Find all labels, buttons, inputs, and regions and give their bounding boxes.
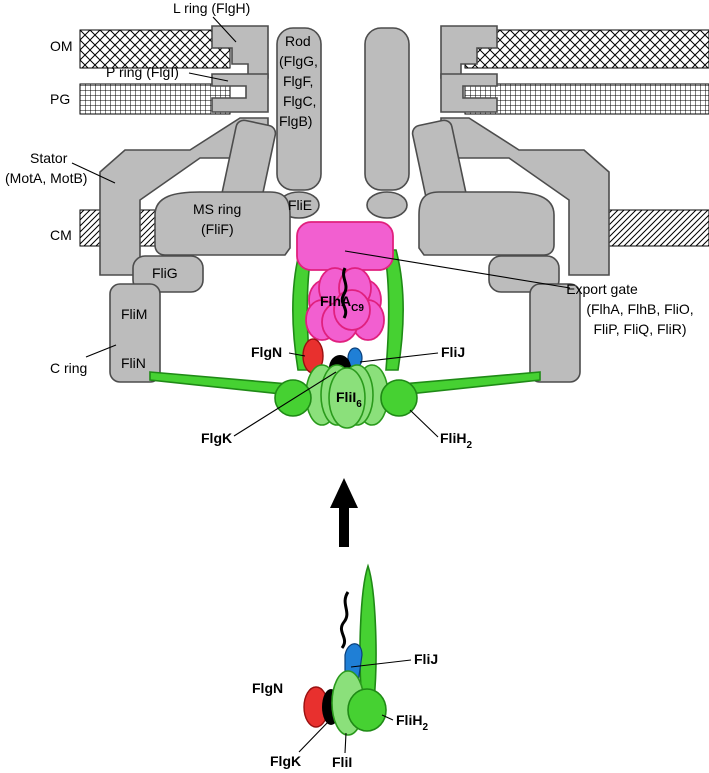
- pg-label: PG: [50, 91, 70, 107]
- flii6-label: FliI6: [336, 389, 362, 410]
- ms-ring-right: [418, 191, 555, 256]
- rod-label: Rod (FlgG, FlgF, FlgC, FlgB): [279, 33, 318, 129]
- flgk-label-bottom: FlgK: [270, 753, 301, 769]
- peptidoglycan-layer: [79, 83, 709, 115]
- c-ring-label: C ring: [50, 360, 87, 376]
- flii6-hexamer: [305, 364, 389, 429]
- flin-label: FliN: [121, 355, 146, 371]
- om-label: OM: [50, 38, 73, 54]
- flij-label-top: FliJ: [441, 344, 465, 360]
- flii-label-bottom: FliI: [332, 754, 352, 770]
- export-gate-label: Export gate (FlhA, FlhB, FliO, FliP, Fli…: [566, 281, 693, 337]
- l-ring-label: L ring (FlgH): [173, 0, 250, 16]
- flha-label: FlhAC9: [320, 293, 364, 314]
- outer-membrane: [79, 29, 709, 69]
- stator-right: [411, 117, 610, 276]
- flig-left: [132, 255, 204, 293]
- export-gate: [296, 221, 394, 271]
- c-ring-right: [529, 283, 581, 383]
- flih2-right: [380, 379, 418, 417]
- rod-label-line-4: FlgC,: [283, 93, 316, 109]
- flij-label-bottom: FliJ: [414, 651, 438, 667]
- flgn-label-bottom: FlgN: [252, 680, 283, 696]
- flih-stalk-right: [383, 249, 404, 371]
- rod-label-line-2: (FlgG,: [279, 53, 318, 69]
- flih2-bottom: [347, 688, 387, 732]
- ms-ring-left: [154, 191, 291, 256]
- stator-label-line-1: Stator: [30, 150, 68, 166]
- flie-label: FliE: [288, 197, 312, 213]
- substrate-chain-bottom: [339, 591, 350, 649]
- ms-ring-label-line-2: (FliF): [201, 221, 234, 237]
- l-ring-right: [440, 25, 498, 79]
- substrate-chain: [340, 267, 348, 319]
- flih2-left: [274, 379, 312, 417]
- export-gate-label-line-2: (FlhA, FlhB, FliO,: [586, 301, 693, 317]
- flgn-label-top: FlgN: [251, 344, 282, 360]
- p-ring-label: P ring (FlgI): [106, 64, 179, 80]
- export-gate-label-line-3: FliP, FliQ, FliR): [593, 321, 686, 337]
- p-ring-left: [211, 73, 269, 113]
- rod-right: [364, 27, 410, 191]
- c-ring-left: [109, 283, 161, 383]
- cm-label: CM: [50, 227, 72, 243]
- arrow-up-icon: [330, 478, 358, 547]
- flim-label: FliM: [121, 306, 147, 322]
- rod-label-line-3: FlgF,: [283, 73, 313, 89]
- flih-stalk-left: [292, 249, 313, 371]
- flih2-label-bottom: FliH2: [396, 712, 428, 733]
- flih2-label-top: FliH2: [440, 430, 472, 451]
- stator-label-line-2: (MotA, MotB): [5, 170, 87, 186]
- rod-left: [276, 27, 322, 191]
- p-ring-right: [440, 73, 498, 113]
- ms-ring-label-line-1: MS ring: [193, 201, 241, 217]
- export-gate-label-line-1: Export gate: [566, 281, 638, 297]
- rod-label-line-5: FlgB): [279, 113, 312, 129]
- flie-right: [366, 191, 408, 219]
- rod-label-line-1: Rod: [285, 33, 311, 49]
- l-ring-left: [211, 25, 269, 79]
- flih-stalk-bottom: [359, 563, 377, 701]
- flig-label: FliG: [152, 265, 178, 281]
- flgk-label-top: FlgK: [201, 430, 232, 446]
- ms-ring-label: MS ring (FliF): [193, 201, 241, 237]
- stator-label: Stator (MotA, MotB): [5, 150, 87, 186]
